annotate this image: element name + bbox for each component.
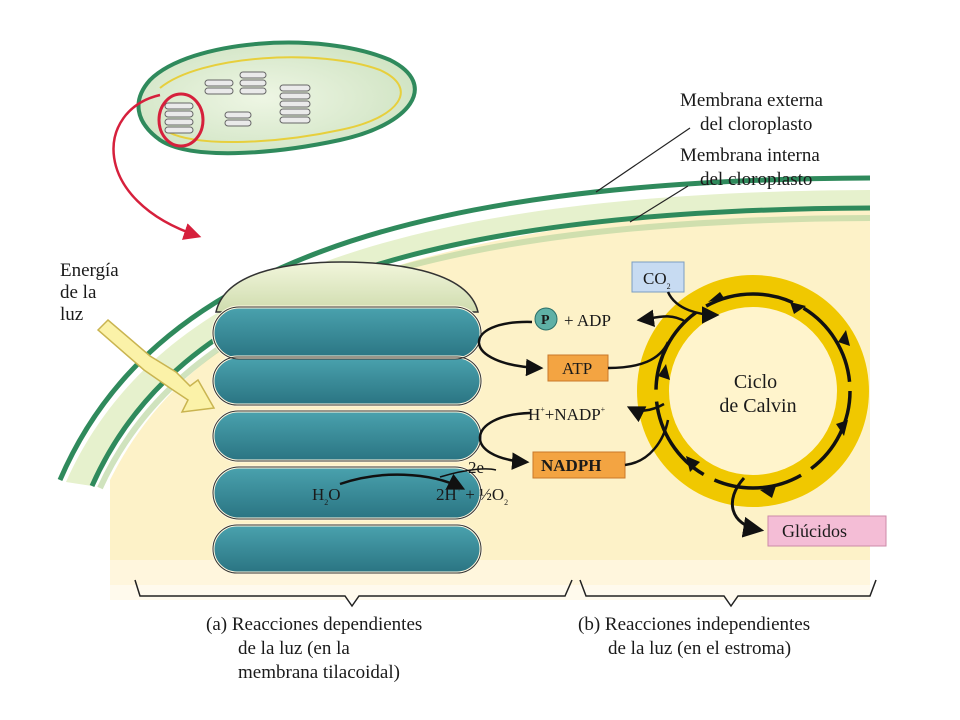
nadph-to-calvin-arrow	[624, 419, 670, 467]
brace-b	[579, 579, 877, 608]
nadp-superscript: +	[601, 405, 606, 414]
h2o-subscript: 2	[324, 498, 328, 507]
svg-text:Ciclo de Calvin: Ciclo de Calvin	[719, 371, 796, 417]
co2-label: CO	[643, 269, 667, 288]
outer-membrane-label-2: del cloroplasto	[700, 114, 812, 135]
section-b-label: (b) Reacciones independientes	[578, 614, 810, 635]
outer-membrane-leader	[595, 127, 691, 193]
svg-text:2H++ ½O2: 2H++ ½O2	[436, 485, 508, 507]
svg-text:Membrana externa del cloro: Membrana externa del cloroplasto	[680, 90, 828, 135]
h2o-o-label: O	[328, 485, 340, 504]
thylakoid-disc	[211, 409, 483, 463]
outer-membrane	[57, 175, 871, 481]
nadph-regeneration-arrow	[478, 411, 531, 470]
svg-text:H2O: H2O	[312, 485, 341, 507]
svg-text:Membrana interna del cloro: Membrana interna del cloroplasto	[680, 145, 825, 190]
section-b-label-2: de la luz (en el estroma)	[608, 638, 791, 659]
zoom-pointer-arrow	[112, 93, 202, 240]
calvin-cycle-arrowheads	[658, 292, 850, 498]
thylakoid-disc	[211, 523, 483, 575]
section-a-label-3: membrana tilacoidal)	[238, 662, 400, 683]
o2-subscript: 2	[504, 498, 508, 507]
inset-highlight-circle	[157, 92, 205, 148]
nadp-return-arrow	[626, 402, 665, 423]
atp-label: ATP	[562, 359, 592, 378]
light-energy-label: Energía	[60, 260, 119, 281]
svg-text:H++NADP+: H++NADP+	[528, 405, 606, 424]
light-energy-label-2: de la	[60, 282, 97, 303]
section-a-label-2: de la luz (en la	[238, 638, 350, 659]
inner-membrane-label: Membrana interna	[680, 145, 820, 166]
p-label: P	[541, 313, 550, 328]
p-circle	[534, 307, 558, 331]
water-splitting-arrow	[339, 473, 466, 490]
co2-arrow	[666, 291, 720, 324]
light-energy-arrow	[96, 318, 216, 413]
calvin-label: Ciclo	[734, 371, 777, 393]
thylakoid-stack	[211, 261, 483, 575]
h-plus-label: H	[528, 405, 540, 424]
section-a-label: (a) Reacciones dependientes	[206, 614, 422, 635]
half-o2-label: + ½O	[465, 485, 504, 504]
svg-text:(a) Reacciones dependientes: (a) Reacciones dependientes de la luz (e…	[206, 614, 427, 683]
nadph-box	[532, 451, 626, 479]
glucidos-label: Glúcidos	[782, 521, 847, 541]
co2-box	[631, 261, 685, 293]
outer-membrane-label: Membrana externa	[680, 90, 824, 111]
chloroplast-inset	[136, 40, 417, 156]
svg-text:(b) Reacciones independientes: (b) Reacciones independientes de la luz …	[578, 614, 815, 659]
atp-regeneration-arrow	[477, 320, 544, 377]
nadph-label: NADPH	[541, 456, 601, 475]
two-e-label: 2e	[468, 458, 484, 477]
two-h-superscript: +	[457, 485, 462, 494]
thylakoid-cap	[215, 261, 479, 313]
thylakoid-disc	[211, 305, 483, 361]
svg-text:Energía de la luz: Energía de la luz	[60, 260, 124, 325]
h-plus-superscript: +	[540, 405, 545, 414]
light-energy-label-3: luz	[60, 304, 83, 325]
nadp-label: +NADP	[545, 405, 601, 424]
electron-arrow	[439, 468, 497, 478]
svg-text:CO2: CO2	[643, 269, 671, 291]
calvin-cycle-ring	[637, 275, 869, 507]
co2-subscript: 2	[667, 282, 671, 291]
adp-return-arrow	[636, 309, 687, 327]
thylakoid-disc	[211, 355, 483, 407]
inner-membrane-label-2: del cloroplasto	[700, 169, 812, 190]
inner-membrane-leader	[629, 185, 689, 223]
atp-box	[547, 354, 609, 382]
glucidos-arrow	[730, 476, 765, 538]
h2o-h-label: H	[312, 485, 324, 504]
brace-a	[134, 579, 573, 608]
atp-to-calvin-arrow	[607, 341, 670, 370]
adp-label: + ADP	[564, 311, 611, 330]
two-h-label: 2H	[436, 485, 457, 504]
calvin-label-2: de Calvin	[719, 395, 796, 417]
glucidos-box	[767, 515, 887, 547]
